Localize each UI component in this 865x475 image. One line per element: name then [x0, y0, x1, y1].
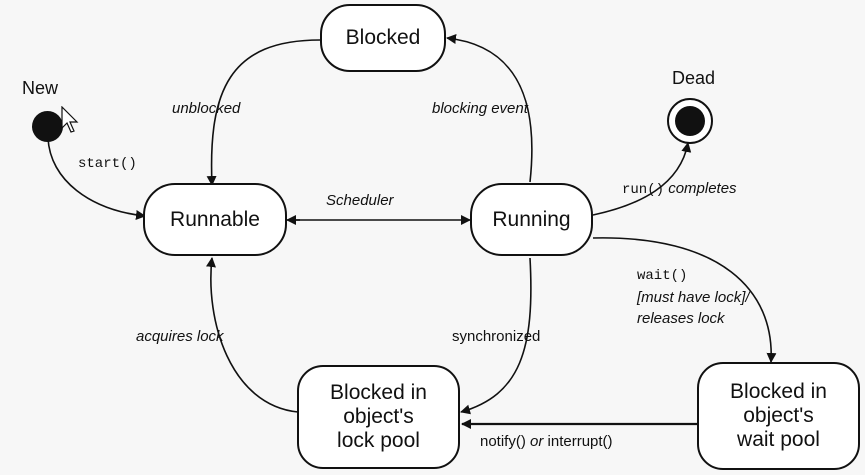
arrow-run-completes: [592, 142, 692, 216]
label-notify: notify(): [480, 433, 526, 450]
initial-state-dot: [32, 111, 63, 142]
arrow-synchronized: [460, 257, 532, 415]
label-or: or: [530, 433, 544, 450]
state-dead-label: Dead: [672, 68, 716, 88]
label-wait-note-1: [must have lock]/: [637, 289, 750, 306]
state-lock-pool-label: Blocked in object's lock pool: [330, 381, 427, 452]
state-blocked: Blocked: [320, 4, 446, 72]
label-blocking-event: blocking event: [432, 100, 528, 117]
state-runnable: Runnable: [143, 183, 287, 256]
arrow-unblocked: [206, 39, 321, 186]
arrow-acquires-lock: [206, 257, 299, 413]
label-acquires-lock: acquires lock: [136, 328, 224, 345]
state-running-label: Running: [492, 207, 571, 231]
arrow-wait: [592, 237, 777, 363]
state-lock-pool: Blocked in object's lock pool: [297, 365, 460, 469]
mouse-cursor-icon: [61, 106, 79, 133]
arrow-blocking-event: [446, 34, 533, 183]
label-wait-note-2: releases lock: [637, 310, 725, 327]
label-synchronized: synchronized: [452, 328, 541, 345]
label-unblocked: unblocked: [172, 100, 241, 117]
state-wait-pool: Blocked in object's wait pool: [697, 362, 860, 470]
label-completes: completes: [668, 180, 737, 197]
label-start: start(): [78, 156, 137, 172]
label-interrupt: interrupt(): [547, 433, 613, 450]
label-run-mono: run(): [622, 182, 665, 198]
label-wait: wait(): [637, 268, 688, 284]
final-state-dot: [675, 106, 705, 136]
state-wait-pool-label: Blocked in object's wait pool: [730, 380, 827, 451]
label-run-completes: run() completes: [622, 180, 737, 198]
state-blocked-label: Blocked: [345, 26, 421, 49]
state-runnable-label: Runnable: [170, 207, 260, 231]
final-state-ring: [667, 98, 713, 144]
arrow-start: [47, 137, 146, 220]
label-notify-interrupt: notify() or interrupt(): [480, 433, 613, 450]
state-new-label: New: [22, 78, 59, 98]
state-running: Running: [470, 183, 593, 256]
label-scheduler: Scheduler: [326, 192, 394, 209]
